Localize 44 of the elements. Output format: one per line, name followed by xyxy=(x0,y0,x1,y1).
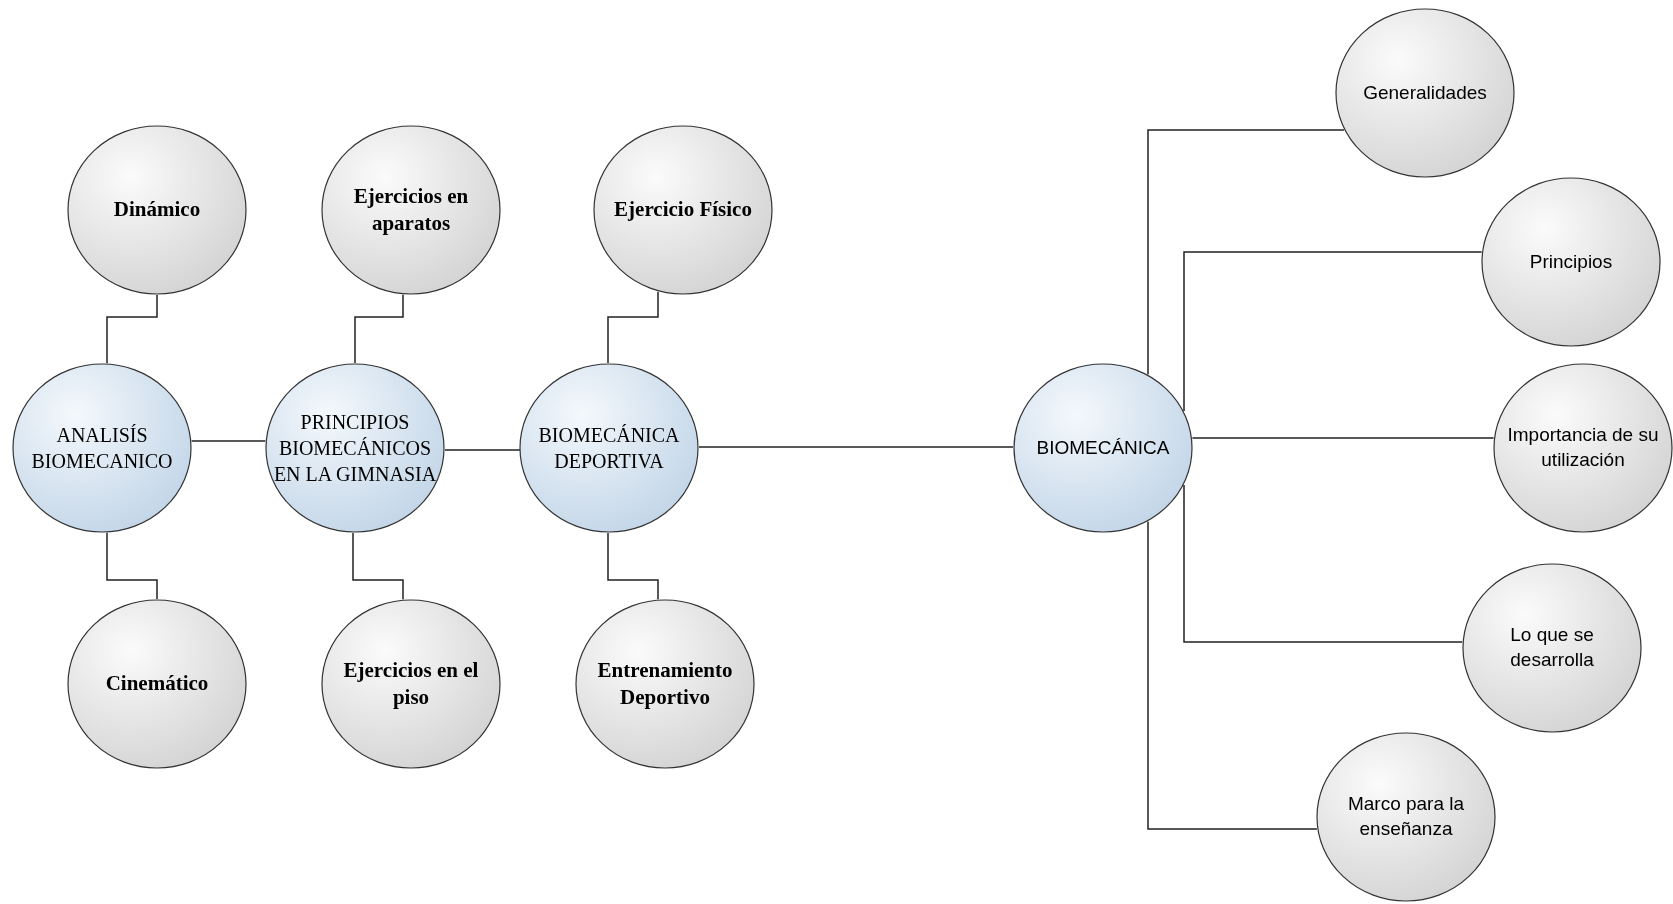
subtopic-ellipse xyxy=(321,125,501,295)
connector-line xyxy=(1191,437,1495,439)
connector-line xyxy=(106,294,158,364)
connector-line xyxy=(607,290,659,364)
node-label: Generalidades xyxy=(1363,80,1487,105)
subtopic-ellipse xyxy=(575,599,755,769)
subtopic-ellipse xyxy=(1493,363,1673,533)
connector-line xyxy=(354,293,404,364)
subtopic-ellipse xyxy=(1481,177,1661,347)
subtopic-ellipse xyxy=(67,599,247,769)
connector-line xyxy=(698,446,1014,448)
connector-line xyxy=(607,532,659,600)
subtopic-ellipse xyxy=(1462,563,1642,733)
node-label: Ejercicio Físico xyxy=(614,196,752,224)
node-label: Cinemático xyxy=(105,670,209,698)
node-label: Principios xyxy=(1529,249,1613,274)
node-label: Ejercicios en el piso xyxy=(342,656,480,711)
node-label: ANALISÍS BIOMECANICO xyxy=(30,423,174,474)
connector-line xyxy=(1183,251,1483,412)
connector-line xyxy=(352,532,404,601)
node-label: PRINCIPIOS BIOMECÁNICOS EN LA GIMNASIA xyxy=(272,410,438,487)
node-label: Entrenamiento Deportivo xyxy=(596,656,734,711)
subtopic-ellipse xyxy=(321,599,501,769)
main-concept-ellipse xyxy=(1013,363,1193,533)
connector-line xyxy=(190,440,267,442)
node-label: Ejercicios en aparatos xyxy=(352,182,470,237)
main-concept-ellipse xyxy=(265,363,445,533)
connector-line xyxy=(1183,484,1463,643)
node-label: BIOMECÁNICA DEPORTIVA xyxy=(537,423,681,474)
node-label: BIOMECÁNICA xyxy=(1036,435,1170,460)
subtopic-ellipse xyxy=(67,125,247,295)
subtopic-ellipse xyxy=(1316,732,1496,902)
node-label: Marco para la enseñanza xyxy=(1346,792,1466,841)
subtopic-ellipse xyxy=(1335,8,1515,178)
node-label: Importancia de su utilización xyxy=(1506,423,1660,472)
main-concept-ellipse xyxy=(519,363,699,533)
connector-line xyxy=(1147,129,1345,376)
connector-line xyxy=(1147,520,1318,830)
connector-line xyxy=(444,449,521,451)
main-concept-ellipse xyxy=(12,363,192,533)
node-label: Dinámico xyxy=(113,196,201,224)
node-label: Lo que se desarrolla xyxy=(1509,623,1595,672)
subtopic-ellipse xyxy=(593,125,773,295)
connector-line xyxy=(106,532,158,600)
